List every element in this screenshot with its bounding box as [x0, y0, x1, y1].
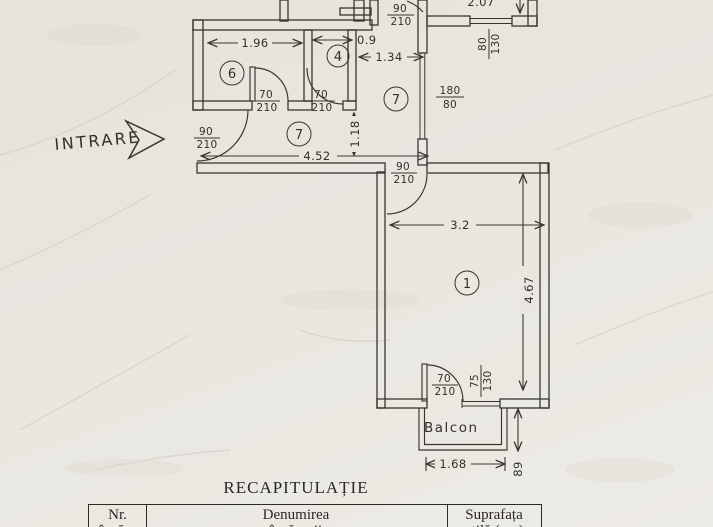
svg-text:70: 70 — [314, 89, 328, 101]
recap-title: RECAPITULAȚIE — [223, 478, 369, 497]
recap-table: Nr. încăp. Denumirea încăperii Suprafața… — [88, 504, 542, 527]
svg-text:4: 4 — [334, 50, 342, 65]
room-7a-badge: 7 — [286, 121, 312, 147]
room-numbers: 6 4 7 7 1 — [219, 44, 480, 296]
label-door-entrance: 90 210 — [194, 126, 220, 151]
svg-text:210: 210 — [391, 16, 412, 28]
svg-text:210: 210 — [257, 102, 278, 114]
entrance-arrow-icon — [123, 119, 166, 160]
svg-text:80: 80 — [443, 99, 457, 111]
label-window-80x130: 80 130 — [477, 29, 502, 59]
door-leaf-room6 — [249, 66, 256, 102]
label-window-180x80: 180 80 — [436, 85, 464, 111]
svg-text:180: 180 — [440, 85, 461, 97]
dim-1.68: 1.68 — [439, 457, 466, 471]
svg-text:7: 7 — [295, 128, 303, 143]
col-denumirea-line2: încăperii — [146, 523, 446, 527]
svg-text:75: 75 — [469, 374, 481, 388]
label-door-top: 90 210 — [387, 3, 414, 28]
svg-text:70: 70 — [437, 373, 451, 385]
dimension-labels: 1.96 0.9 1.34 4.52 1.18 3.2 4.67 1.68 89… — [238, 0, 536, 477]
window-80x130 — [469, 16, 513, 26]
svg-text:7: 7 — [392, 93, 400, 108]
room-7b-badge: 7 — [383, 86, 409, 112]
window-75x130 — [461, 399, 501, 408]
svg-text:210: 210 — [435, 386, 456, 398]
room-4-badge: 4 — [326, 44, 350, 68]
entrance-annotation: INTRARE — [54, 119, 166, 160]
col-suprafata-line2: utilă (mp) — [447, 523, 541, 527]
dim-2.07-cut: 2.07 — [467, 0, 494, 9]
window-180x80 — [418, 52, 427, 140]
dim-4.52: 4.52 — [303, 149, 330, 163]
col-denumirea-line1: Denumirea — [262, 507, 330, 523]
svg-text:210: 210 — [197, 139, 218, 151]
entrance-label: INTRARE — [54, 128, 142, 154]
room-6-badge: 6 — [219, 60, 245, 86]
svg-text:6: 6 — [228, 67, 236, 82]
balcony-label: Balcon — [424, 420, 479, 436]
door-arc-top-cut — [406, 0, 424, 13]
svg-text:70: 70 — [259, 89, 273, 101]
dim-3.2: 3.2 — [450, 218, 470, 232]
table-divider-1 — [145, 505, 147, 527]
svg-text:130: 130 — [490, 34, 502, 55]
label-door-balcony: 70 210 — [432, 373, 458, 398]
svg-text:1: 1 — [463, 277, 471, 292]
col-nr-line1: Nr. — [108, 507, 127, 523]
door-arc-balcony — [426, 364, 464, 402]
door-leaf-balcony — [421, 363, 428, 402]
table-divider-2 — [446, 505, 448, 527]
svg-text:90: 90 — [396, 161, 410, 173]
windows — [418, 16, 513, 408]
svg-text:90: 90 — [393, 3, 407, 15]
label-door-room4: 70 210 — [309, 89, 335, 114]
label-door-room6: 70 210 — [254, 89, 280, 114]
room-1-badge: 1 — [454, 270, 480, 296]
col-suprafata-line1: Suprafața — [465, 507, 523, 523]
dim-0.9: 0.9 — [357, 33, 377, 47]
dim-1.96: 1.96 — [241, 36, 268, 50]
svg-text:130: 130 — [482, 371, 494, 392]
dim-1.34: 1.34 — [375, 50, 402, 64]
walls — [192, 0, 550, 409]
door-arc-hall-room1 — [386, 173, 428, 215]
dim-4.67: 4.67 — [522, 276, 536, 303]
svg-text:80: 80 — [477, 37, 489, 51]
svg-text:210: 210 — [312, 102, 333, 114]
label-window-75x130: 75 130 — [469, 365, 494, 397]
opening-labels: 70 210 70 210 90 210 90 210 90 210 70 21… — [194, 3, 502, 398]
dimension-lines — [201, 0, 544, 471]
svg-text:90: 90 — [199, 126, 213, 138]
balcony-parapet — [418, 408, 508, 451]
col-nr-line2: încăp. — [89, 523, 146, 527]
dim-89: 89 — [511, 461, 525, 476]
label-door-hall-room1: 90 210 — [391, 161, 417, 186]
door-arc-room6 — [254, 67, 289, 102]
door-arc-room4 — [306, 67, 344, 105]
dim-1.18: 1.18 — [348, 120, 362, 147]
doors — [196, 0, 464, 402]
svg-text:210: 210 — [394, 174, 415, 186]
